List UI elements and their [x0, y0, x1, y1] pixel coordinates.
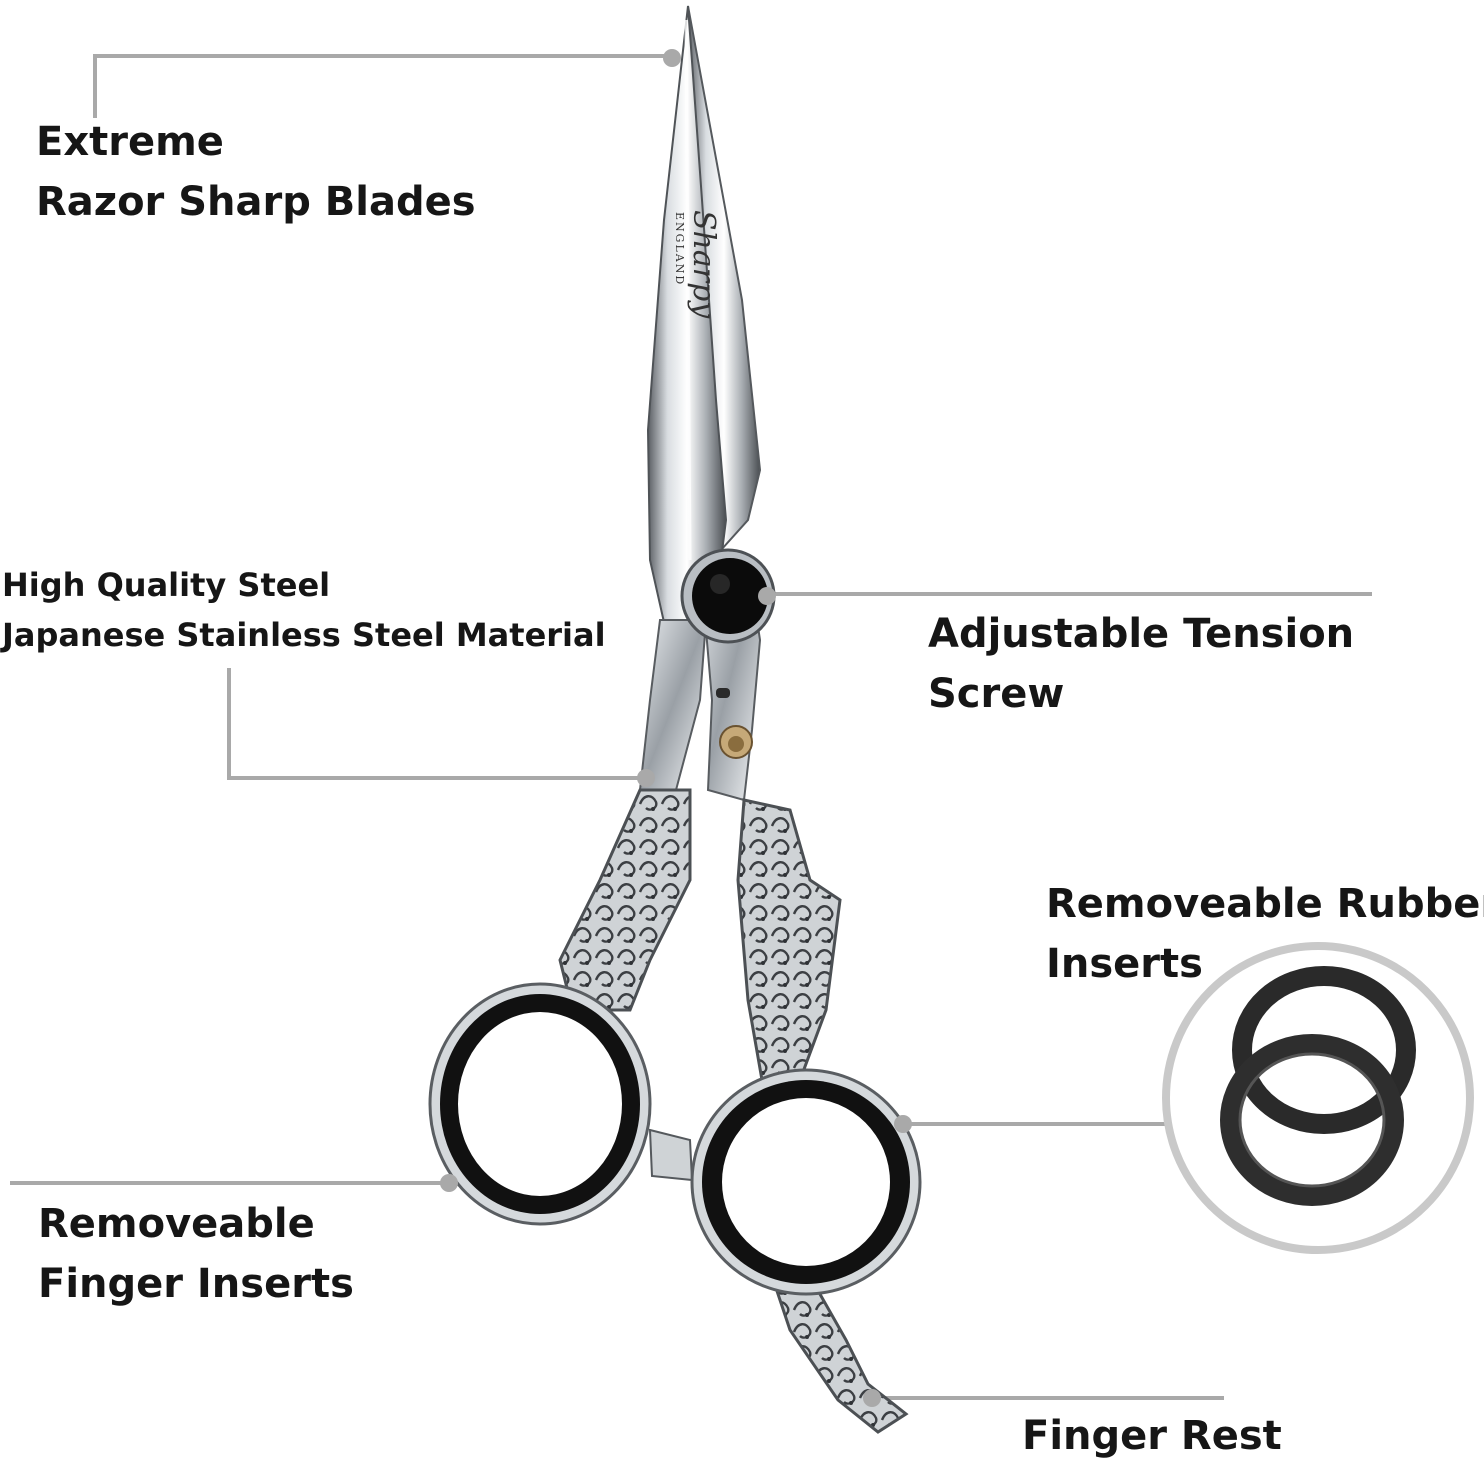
leader-lines	[10, 54, 1372, 1400]
callout-finger-rest: Finger Rest	[1022, 1406, 1282, 1466]
rubber-inserts-inset	[1162, 942, 1474, 1254]
callout-tension: Adjustable Tension Screw	[928, 604, 1354, 724]
leader-dots	[440, 49, 912, 1407]
callout-blades-line-1: Extreme	[36, 119, 224, 165]
callout-finger-inserts-line-2: Finger Inserts	[38, 1261, 354, 1307]
callout-steel-line-1: High Quality Steel	[2, 566, 331, 604]
leader-line-steel	[227, 668, 645, 780]
tension-screw	[680, 548, 776, 644]
tang	[648, 1128, 694, 1182]
callout-steel: High Quality Steel Japanese Stainless St…	[2, 560, 606, 660]
callout-blades-line-2: Razor Sharp Blades	[36, 179, 476, 225]
lion-crest-icon	[719, 725, 753, 759]
handle-right	[736, 798, 842, 1082]
callout-blades: Extreme Razor Sharp Blades	[36, 112, 476, 232]
finger-ring-left	[428, 982, 652, 1226]
callout-finger-inserts-line-1: Removeable	[38, 1201, 315, 1247]
engraving-brand: Sharpy	[686, 210, 721, 319]
callout-rubber-line-1: Removeable Rubber	[1046, 881, 1484, 927]
blades	[646, 5, 762, 641]
engraving-origin: ENGLAND	[673, 212, 686, 286]
blade-engraving: Sharpy ENGLAND	[673, 210, 721, 319]
callout-tension-line-2: Screw	[928, 671, 1065, 717]
callout-rubber-line-2: Inserts	[1046, 941, 1203, 987]
adjust-slot	[716, 688, 730, 698]
finger-ring-right	[690, 1068, 922, 1296]
leader-line-blades	[93, 54, 670, 118]
callout-finger-rest-line-1: Finger Rest	[1022, 1413, 1282, 1459]
handle-left	[558, 788, 692, 1012]
callout-tension-line-1: Adjustable Tension	[928, 611, 1355, 657]
callout-steel-line-2: Japanese Stainless Steel Material	[2, 616, 606, 654]
shank-left	[638, 619, 708, 791]
callout-rubber: Removeable Rubber Inserts	[1046, 874, 1484, 994]
callout-finger-inserts: Removeable Finger Inserts	[38, 1194, 354, 1314]
